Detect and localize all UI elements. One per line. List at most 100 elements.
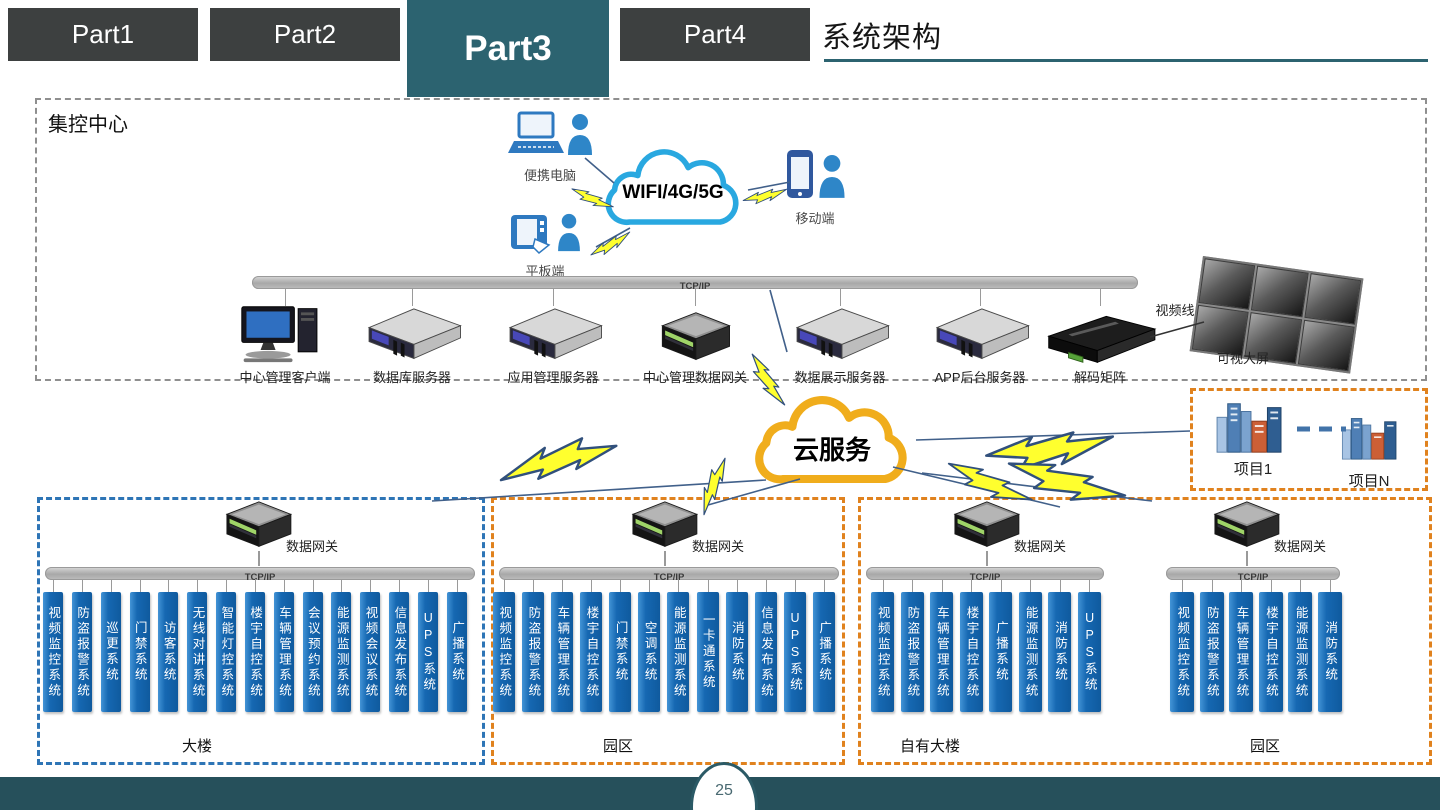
system-bar: 视频监控系统 bbox=[1170, 579, 1194, 712]
mobile-label: 移动端 bbox=[795, 211, 835, 226]
systems-site-2: 视频监控系统防盗报警系统车辆管理系统楼宇自控系统门禁系统空调系统能源监测系统一卡… bbox=[493, 579, 835, 712]
system-bar-label: 广播系统 bbox=[994, 621, 1008, 683]
system-bar: UPS系统 bbox=[783, 579, 806, 712]
system-bar-label: 门禁系统 bbox=[132, 621, 147, 683]
gateway-label: 数据网关 bbox=[286, 539, 339, 554]
system-bar: UPS系统 bbox=[1077, 579, 1101, 712]
system-bar-label: 无线对讲系统 bbox=[190, 605, 205, 699]
phone-icon bbox=[785, 148, 815, 205]
system-bar-label: 视频监控系统 bbox=[497, 605, 512, 699]
system-bar: 会议预约系统 bbox=[302, 579, 323, 712]
tab-part4[interactable]: Part4 bbox=[620, 8, 810, 61]
gateway-icon bbox=[631, 501, 699, 547]
device-decoder-matrix: 解码矩阵 bbox=[1035, 289, 1165, 386]
device-label: 应用管理服务器 bbox=[507, 370, 599, 385]
gateway-label: 数据网关 bbox=[692, 539, 745, 554]
system-bar-label: 楼宇自控系统 bbox=[1264, 605, 1279, 699]
project-1-label: 项目1 bbox=[1233, 461, 1273, 478]
system-bar-label: 车辆管理系统 bbox=[934, 605, 949, 699]
system-bar-label: 楼宇自控系统 bbox=[584, 605, 599, 699]
system-bar: 防盗报警系统 bbox=[71, 579, 92, 712]
device-label: APP后台服务器 bbox=[934, 370, 1026, 385]
gateway-site-2: 数据网关 bbox=[624, 498, 744, 566]
system-bar: 巡更系统 bbox=[100, 579, 121, 712]
gateway-site-3: 数据网关 bbox=[946, 498, 1066, 566]
system-bar-label: 消防系统 bbox=[729, 621, 744, 683]
system-bar-label: 门禁系统 bbox=[613, 621, 628, 683]
system-bar: 门禁系统 bbox=[129, 579, 150, 712]
system-bar: 视频会议系统 bbox=[360, 579, 381, 712]
system-bar-label: 防盗报警系统 bbox=[75, 605, 90, 699]
system-bar: 车辆管理系统 bbox=[551, 579, 574, 712]
user-icon bbox=[556, 213, 582, 258]
server-icon bbox=[775, 303, 905, 365]
device-label: 解码矩阵 bbox=[1073, 370, 1126, 385]
tab-part2[interactable]: Part2 bbox=[210, 8, 400, 61]
site-label-campus-2: 园区 bbox=[1249, 738, 1281, 755]
system-bar-label: 消防系统 bbox=[1053, 621, 1068, 683]
control-center-box bbox=[35, 98, 1427, 381]
device-app-mgmt-server: 应用管理服务器 bbox=[488, 289, 618, 386]
system-bar: UPS系统 bbox=[417, 579, 438, 712]
system-bar-label: 访客系统 bbox=[161, 621, 176, 683]
tab-part1[interactable]: Part1 bbox=[8, 8, 198, 61]
system-bar: 广播系统 bbox=[989, 579, 1013, 712]
system-bar: 门禁系统 bbox=[609, 579, 632, 712]
system-bar: 楼宇自控系统 bbox=[1258, 579, 1283, 712]
system-bar: 防盗报警系统 bbox=[1199, 579, 1224, 712]
page-title: 系统架构 bbox=[822, 22, 943, 54]
tab-part3-active[interactable]: Part3 bbox=[407, 0, 609, 97]
cloud-service: 云服务 bbox=[742, 396, 922, 490]
system-bar: 空调系统 bbox=[638, 579, 661, 712]
system-bar-label: UPS系统 bbox=[788, 611, 803, 693]
user-icon bbox=[818, 154, 846, 205]
gateway-site-4: 数据网关 bbox=[1206, 498, 1326, 566]
site-label-campus: 园区 bbox=[602, 738, 634, 755]
system-bar-label: 视频监控系统 bbox=[875, 605, 890, 699]
system-bar: 能源监测系统 bbox=[667, 579, 690, 712]
system-bar: 防盗报警系统 bbox=[522, 579, 545, 712]
system-bar-label: 视频会议系统 bbox=[363, 605, 378, 699]
client-mobile: 移动端 bbox=[772, 150, 858, 227]
system-bar-label: 车辆管理系统 bbox=[555, 605, 570, 699]
system-bar: 信息发布系统 bbox=[754, 579, 777, 712]
device-center-gateway: 中心管理数据网关 bbox=[630, 289, 760, 386]
client-tablet: 平板端 bbox=[500, 208, 590, 280]
system-bar-label: 一卡通系统 bbox=[700, 613, 715, 691]
systems-site-4: 视频监控系统防盗报警系统车辆管理系统楼宇自控系统能源监测系统消防系统 bbox=[1170, 579, 1342, 712]
system-bar-label: 防盗报警系统 bbox=[1204, 605, 1219, 699]
system-bar: 访客系统 bbox=[158, 579, 179, 712]
projects-box bbox=[1190, 388, 1428, 491]
system-bar: 消防系统 bbox=[1317, 579, 1342, 712]
system-bar: 信息发布系统 bbox=[389, 579, 410, 712]
system-bar-label: 能源监测系统 bbox=[1293, 605, 1308, 699]
server-icon bbox=[347, 303, 477, 365]
tcpip-bus-site-2: TCP/IP bbox=[499, 567, 839, 583]
system-bar-label: 楼宇自控系统 bbox=[964, 605, 979, 699]
user-icon bbox=[567, 113, 593, 162]
system-bar-label: 车辆管理系统 bbox=[1234, 605, 1249, 699]
system-bar: 消防系统 bbox=[1048, 579, 1072, 712]
system-bar: 无线对讲系统 bbox=[187, 579, 208, 712]
device-display-server: 数据展示服务器 bbox=[775, 289, 905, 386]
device-label: 中心管理客户端 bbox=[239, 370, 331, 385]
system-bar: 一卡通系统 bbox=[696, 579, 719, 712]
system-bar: 楼宇自控系统 bbox=[580, 579, 603, 712]
system-bar-label: 防盗报警系统 bbox=[526, 605, 541, 699]
gateway-label: 数据网关 bbox=[1014, 539, 1067, 554]
system-bar-label: 能源监测系统 bbox=[671, 605, 686, 699]
gateway-icon bbox=[225, 501, 293, 547]
system-bar: 智能灯控系统 bbox=[216, 579, 237, 712]
device-client: 中心管理客户端 bbox=[220, 289, 350, 386]
laptop-icon bbox=[507, 111, 564, 162]
tcpip-bus-main: TCP/IP bbox=[252, 276, 1138, 292]
page-number: 25 bbox=[715, 782, 733, 799]
system-bar: 车辆管理系统 bbox=[930, 579, 954, 712]
system-bar-label: UPS系统 bbox=[421, 611, 436, 693]
system-bar: 广播系统 bbox=[446, 579, 467, 712]
desktop-icon bbox=[220, 303, 350, 365]
tablet-label: 平板端 bbox=[525, 264, 565, 279]
systems-site-1: 视频监控系统防盗报警系统巡更系统门禁系统访客系统无线对讲系统智能灯控系统楼宇自控… bbox=[43, 579, 467, 712]
